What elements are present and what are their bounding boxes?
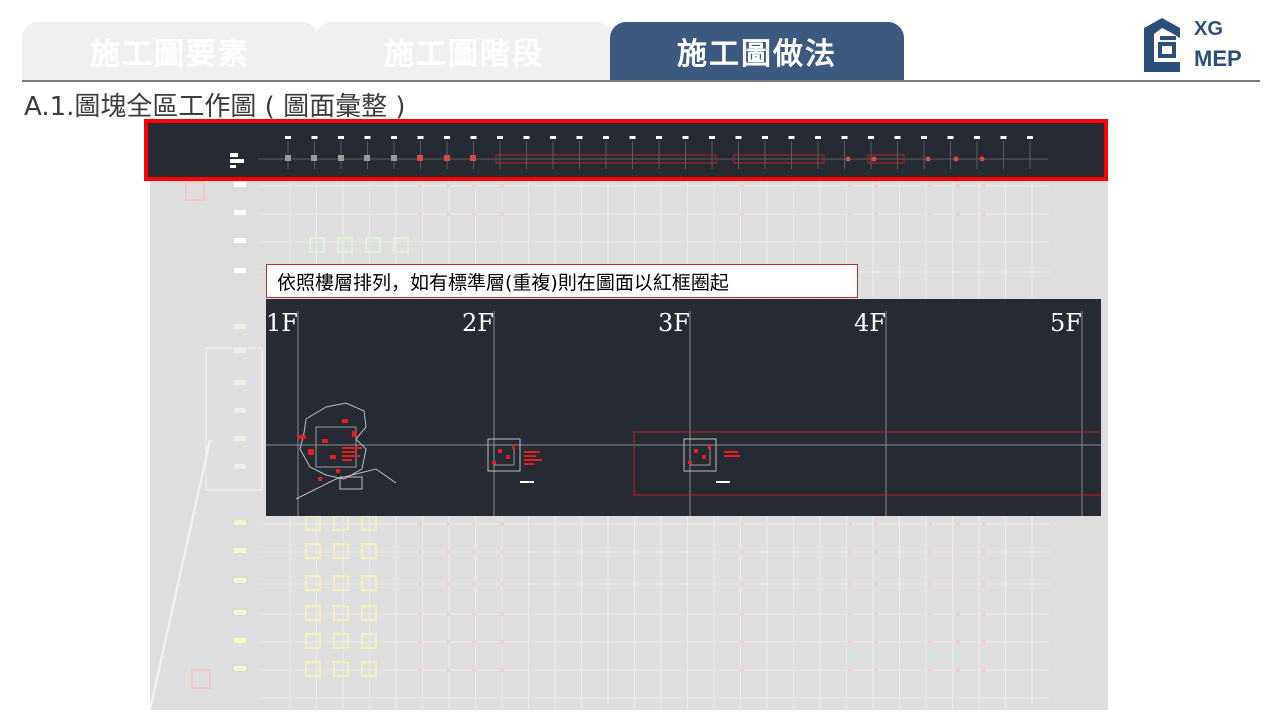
tab-construction-drawing-methods[interactable]: 施工圖做法 — [610, 22, 904, 80]
company-logo — [1144, 18, 1180, 72]
floor-label-1f: 1F — [266, 309, 298, 337]
page-title: A.1.圖塊全區工作圖 ( 圖面彙整 ) — [24, 92, 406, 122]
tab-construction-drawing-elements[interactable]: 施工圖要素 — [22, 22, 318, 80]
floor-plan-2f — [487, 438, 542, 483]
header-divider — [22, 80, 1260, 82]
floor-label-2f: 2F — [462, 309, 494, 337]
standard-floor-frame — [633, 431, 1101, 496]
logo-text-xg: XG — [1194, 18, 1223, 40]
floor-label-4f: 4F — [854, 309, 886, 337]
floor-plan-3f — [683, 438, 740, 483]
floor-label-5f: 5F — [1050, 309, 1082, 337]
annotation-callout: 依照樓層排列，如有標準層(重複)則在圖面以紅框圈起 — [266, 264, 858, 298]
floor-label-3f: 3F — [658, 309, 690, 337]
floor-plan-1f — [295, 402, 397, 500]
logo-text-mep: MEP — [1194, 46, 1242, 71]
tab-construction-drawing-stages[interactable]: 施工圖階段 — [316, 22, 612, 80]
highlighted-floor-strip — [144, 119, 1108, 181]
zoomed-floor-view: 1F 2F 3F 4F 5F — [266, 299, 1101, 516]
